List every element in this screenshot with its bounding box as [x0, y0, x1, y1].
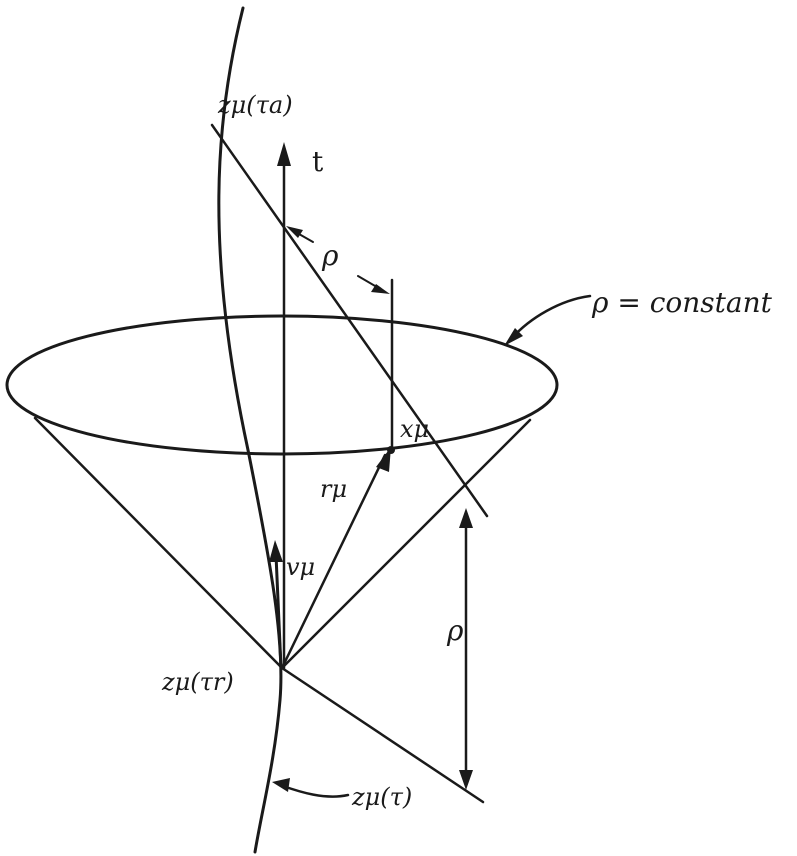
label-rho-side: ρ [446, 614, 464, 647]
label-field-point: xμ [400, 415, 429, 443]
velocity-arrowhead [269, 540, 283, 562]
worldline-leader [281, 784, 350, 798]
time-axis-arrowhead [277, 142, 291, 166]
retarded-line [280, 666, 485, 804]
worldline-leader-arrowhead [272, 778, 290, 792]
label-rho-constant: ρ = constant [591, 286, 773, 319]
advanced-line [210, 123, 489, 518]
rho-top-arrowhead-right [371, 284, 390, 294]
label-worldline: zμ(τ) [351, 783, 412, 811]
rho-side-arrowhead-top [459, 508, 473, 528]
rho-top-arrowhead-left [286, 226, 303, 238]
label-time-axis: t [312, 145, 324, 178]
cone-left-edge [33, 416, 284, 670]
label-worldline-advanced: zμ(τa) [217, 91, 293, 119]
velocity-vector [274, 553, 283, 670]
rho-constant-arrowhead [504, 328, 523, 346]
separation-vector [280, 453, 387, 670]
separation-arrowhead [376, 447, 391, 472]
rho-side-arrowhead-bottom [459, 770, 473, 790]
cone-ellipse [5, 314, 559, 456]
label-velocity: vμ [286, 553, 315, 581]
label-separation: rμ [320, 475, 347, 503]
worldline-curve [217, 6, 283, 854]
label-rho-top: ρ [321, 239, 339, 272]
cone-right-edge [280, 418, 532, 670]
label-worldline-retarded: zμ(τr) [161, 668, 234, 696]
rho-constant-leader [510, 294, 592, 340]
